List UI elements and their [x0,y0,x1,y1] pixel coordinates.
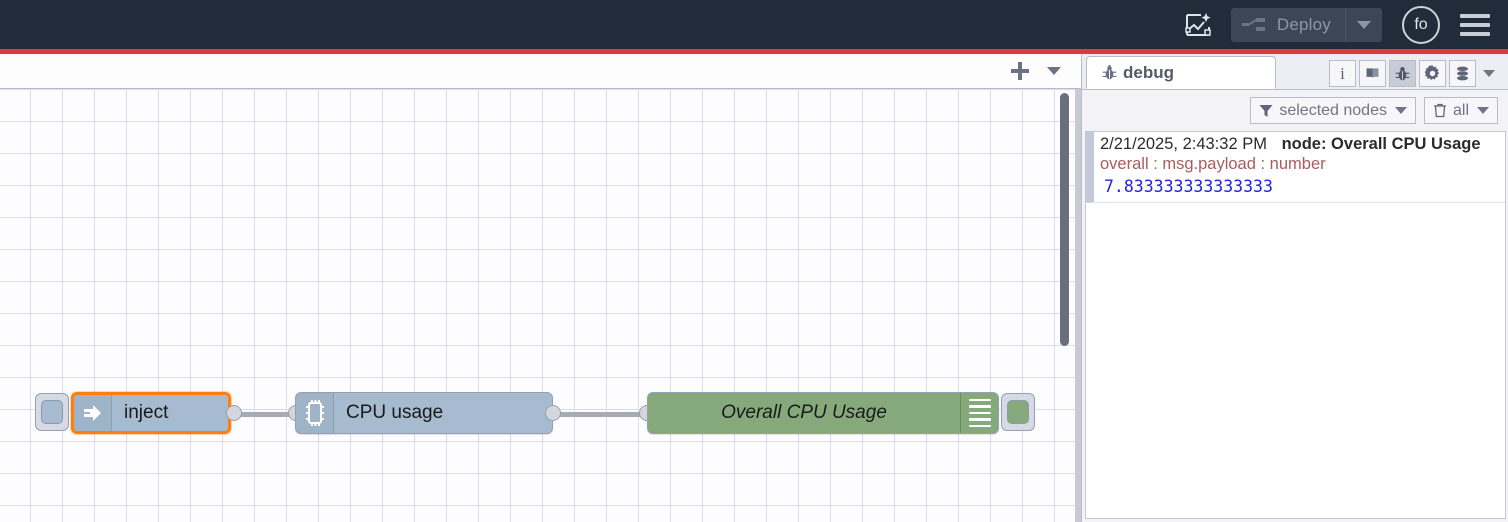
deploy-button[interactable]: Deploy [1230,7,1382,42]
add-flow-button[interactable] [1003,54,1037,88]
hamburger-menu-icon[interactable] [1460,13,1490,36]
node-cpu-usage-label: CPU usage [346,402,444,423]
debug-message-meta: overall : msg.payload : number [1100,155,1326,173]
main-header: Deploy fo [0,0,1508,49]
clear-messages-button[interactable]: all [1423,97,1498,124]
debug-message-value: 7.833333333333333 [1104,177,1273,196]
trash-icon [1433,103,1446,118]
inject-trigger-button[interactable] [35,393,69,431]
deploy-label: Deploy [1276,14,1331,34]
avatar[interactable]: fo [1402,5,1440,44]
flow-list-button[interactable] [1037,54,1071,88]
sidebar-menu-button[interactable] [1476,60,1502,87]
cpu-chip-icon [296,393,334,433]
debug-message-header: 2/21/2025, 2:43:32 PM node: Overall CPU … [1100,135,1499,154]
context-data-icon[interactable] [1449,60,1476,87]
sidebar-tool-buttons: i [1326,60,1508,89]
node-debug-label: Overall CPU Usage [721,402,887,423]
deploy-dropdown-button[interactable] [1346,8,1382,42]
canvas-vertical-scrollbar[interactable] [1060,93,1069,346]
funnel-icon [1259,104,1273,117]
bug-icon [1102,64,1117,80]
sidebar-tabbar: debug i [1082,54,1508,90]
avatar-initials: fo [1414,15,1428,33]
plus-icon [1011,62,1029,80]
clear-messages-label: all [1452,101,1469,119]
debug-message-timestamp: 2/21/2025, 2:43:32 PM [1100,135,1267,153]
node-inject[interactable]: inject [71,392,231,434]
chevron-down-icon [1394,107,1407,114]
wire-cpu-to-debug[interactable] [551,412,651,417]
debug-message-list[interactable]: 2/21/2025, 2:43:32 PM node: Overall CPU … [1085,131,1506,519]
debug-filter-row: selected nodes all [1082,90,1508,131]
filter-nodes-label: selected nodes [1279,101,1387,119]
config-gear-icon[interactable] [1419,60,1446,87]
tab-debug[interactable]: debug [1086,56,1276,89]
canvas-edge [1075,89,1081,522]
filter-nodes-button[interactable]: selected nodes [1250,97,1416,124]
chevron-down-icon [1357,20,1371,29]
deploy-button-main[interactable]: Deploy [1231,7,1346,42]
flow-tabbar [0,54,1081,89]
arrow-right-icon [74,395,112,431]
sidebar: debug i [1081,54,1508,522]
wire-inject-to-cpu[interactable] [233,412,299,417]
debug-lines-icon [960,393,998,433]
chevron-down-icon [1047,67,1061,75]
node-overall-cpu-usage[interactable]: Overall CPU Usage [647,392,999,434]
info-icon[interactable]: i [1329,60,1356,87]
debug-enable-button[interactable] [1001,393,1035,431]
workspace: inject CPU usage [0,54,1081,522]
debug-bug-icon[interactable] [1389,60,1416,87]
ai-flow-sparkle-icon[interactable] [1179,6,1217,44]
tab-debug-label: debug [1123,62,1174,82]
debug-message-row[interactable]: 2/21/2025, 2:43:32 PM node: Overall CPU … [1086,132,1505,203]
chevron-down-icon [1483,70,1495,77]
deploy-icon [1241,17,1265,31]
flow-canvas[interactable]: inject CPU usage [0,89,1081,522]
alert-bar [0,49,1508,54]
node-inject-label: inject [124,402,169,423]
port-cpu-output[interactable] [545,405,561,421]
node-cpu-usage[interactable]: CPU usage [295,392,553,434]
port-inject-output[interactable] [226,405,242,421]
help-book-icon[interactable] [1359,60,1386,87]
chevron-down-icon [1477,107,1489,114]
debug-message-node: node: Overall CPU Usage [1281,135,1481,153]
